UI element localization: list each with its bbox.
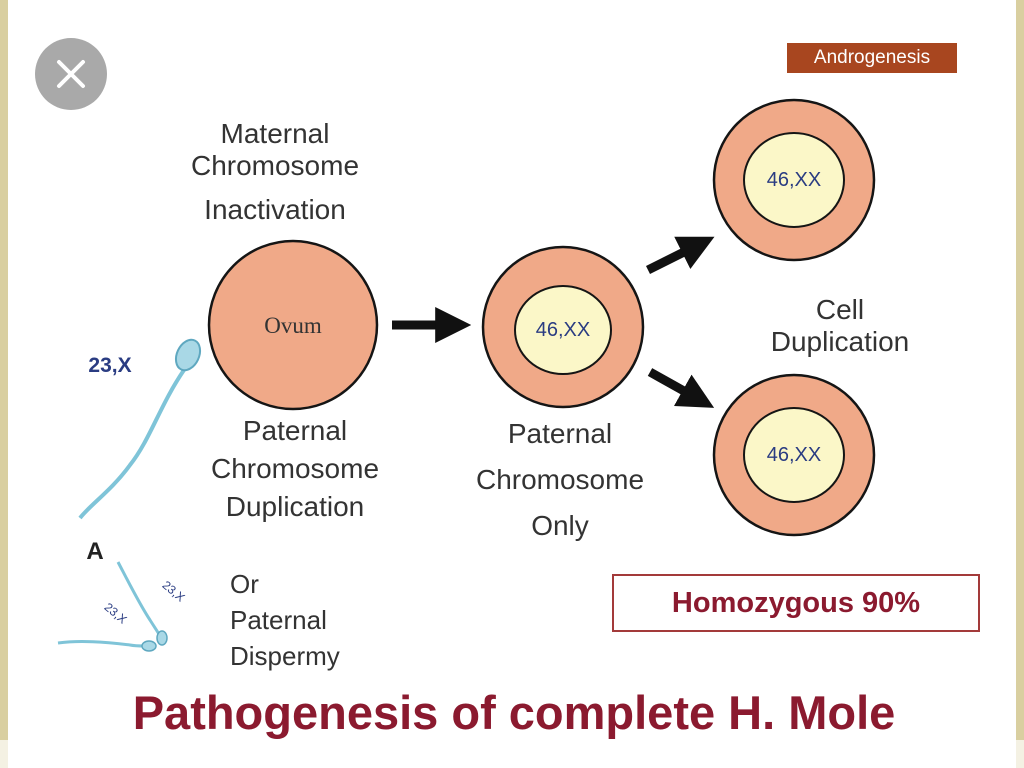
androgenesis-tag: Androgenesis — [787, 43, 957, 73]
center-cell-karyotype: 46,XX — [535, 319, 591, 341]
arrow-to-bottom-cell — [647, 368, 715, 408]
dup-line-1: Paternal — [242, 415, 348, 446]
cell-46xx-bottom — [712, 373, 876, 537]
ovum-cell — [207, 239, 379, 411]
page-title: Pathogenesis of complete H. Mole — [132, 686, 896, 739]
sperm-illustration — [78, 338, 202, 520]
maternal-inactivation-label: Maternal Chromosome Inactivation — [160, 118, 390, 227]
maternal-line-2: Chromosome — [190, 150, 360, 182]
cell-dup-line-1: Cell — [815, 294, 865, 325]
dispermy-line-1: Or — [230, 569, 259, 599]
dispermy-line-3: Dispermy — [230, 640, 340, 671]
sperm-chromosome-label: 23,X — [88, 354, 132, 377]
top-cell-karyotype: 46,XX — [766, 169, 822, 191]
paternal-only-label: Paternal Chromosome Only — [445, 418, 675, 543]
bottom-cell-karyotype: 46,XX — [766, 444, 822, 466]
left-border-strip — [0, 0, 8, 768]
dup-line-3: Duplication — [225, 491, 365, 523]
dispermy-label: Or Paternal Dispermy — [230, 569, 400, 672]
sperm-illustration-small-2 — [57, 640, 157, 652]
arrow-to-top-cell — [645, 236, 715, 275]
only-line-1: Paternal — [507, 418, 613, 449]
close-button[interactable] — [35, 38, 107, 110]
only-line-3: Only — [531, 510, 589, 542]
dispermy-line-2: Paternal — [230, 604, 327, 635]
homozygous-result-box: Homozygous 90% — [612, 574, 980, 632]
maternal-line-3: Inactivation — [204, 194, 346, 226]
only-line-2: Chromosome — [475, 464, 645, 496]
close-icon — [57, 60, 85, 88]
paternal-duplication-label: Paternal Chromosome Duplication — [180, 415, 410, 524]
sperm-illustration-small-1 — [116, 561, 168, 646]
dup-line-2: Chromosome — [210, 453, 380, 485]
right-border-strip — [1016, 0, 1024, 768]
cell-46xx-center — [481, 245, 645, 409]
maternal-line-1: Maternal — [220, 118, 330, 149]
cell-46xx-top — [712, 98, 876, 262]
panel-letter: A — [86, 538, 104, 565]
cell-duplication-label: Cell Duplication — [745, 294, 935, 358]
ovum-label: Ovum — [264, 313, 322, 338]
cell-dup-line-2: Duplication — [770, 326, 910, 358]
